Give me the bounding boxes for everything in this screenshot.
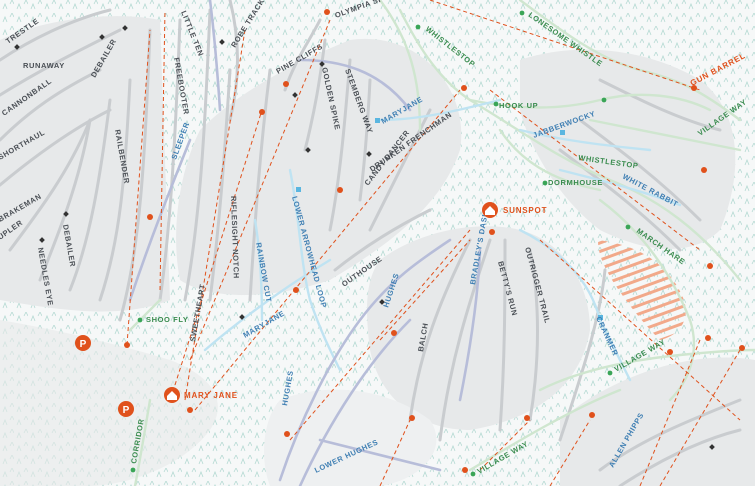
black-diamond-icon	[239, 314, 245, 320]
green-circle-icon	[415, 24, 421, 30]
lodge-label: MARY JANE	[184, 391, 238, 400]
glade-southeast	[560, 357, 755, 486]
lift-terminal-icon[interactable]	[489, 229, 495, 235]
black-diamond-icon	[366, 151, 372, 157]
lift-terminal-icon[interactable]	[391, 330, 397, 336]
lodge-house-glyph	[485, 206, 495, 215]
parking-icon	[118, 401, 134, 417]
trail-label[interactable]: RUNAWAY	[23, 61, 65, 70]
beginner-area-hatch	[598, 240, 686, 340]
lift-terminal-icon[interactable]	[337, 187, 343, 193]
glade-base	[0, 320, 218, 486]
black-diamond-icon	[292, 92, 298, 98]
parking-lot[interactable]: P	[118, 401, 134, 417]
green-circle-icon	[493, 101, 499, 107]
parking-lot[interactable]: P	[75, 335, 91, 351]
blue-square-icon	[375, 118, 380, 123]
trail-label[interactable]: DORMHOUSE	[548, 178, 603, 187]
lift-terminal-icon[interactable]	[667, 349, 673, 355]
lodge-sunspot[interactable]: SUNSPOT	[482, 202, 547, 218]
black-diamond-icon	[709, 444, 715, 450]
black-diamond-icon	[379, 299, 385, 305]
lift-terminal-icon[interactable]	[284, 431, 290, 437]
green-circle-icon	[519, 10, 525, 16]
lift-terminal-icon[interactable]	[124, 342, 130, 348]
lift-terminal-icon[interactable]	[283, 81, 289, 87]
green-trails	[128, 0, 755, 486]
parking-label: P	[80, 339, 87, 350]
lift-terminal-icon[interactable]	[409, 415, 415, 421]
lift-terminal-icon[interactable]	[461, 85, 467, 91]
green-circle-icon	[137, 317, 143, 323]
lift-lines	[126, 0, 741, 486]
lift-terminal-icon[interactable]	[739, 345, 745, 351]
difficulty-markers	[14, 10, 715, 477]
trail-label[interactable]: SHOO FLY	[146, 315, 188, 324]
lodge-label: SUNSPOT	[503, 206, 547, 215]
black-diamond-icon	[305, 147, 311, 153]
green-circle-icon	[607, 370, 613, 376]
lodge-mary-jane[interactable]: MARY JANE	[164, 387, 238, 403]
lift-terminal-icon[interactable]	[524, 415, 530, 421]
lift-terminal-icon[interactable]	[324, 9, 330, 15]
green-circle-icon	[542, 180, 548, 186]
green-circle-icon	[470, 471, 476, 477]
lift-terminal-icon[interactable]	[293, 287, 299, 293]
lift-terminal-icon[interactable]	[259, 109, 265, 115]
lift-terminal-icon[interactable]	[462, 467, 468, 473]
trail-label[interactable]: RIFLESIGHT NOTCH	[229, 196, 241, 279]
lift-terminal-icon[interactable]	[707, 263, 713, 269]
lift-terminal-icon[interactable]	[589, 412, 595, 418]
parking-icon	[75, 335, 91, 351]
lift-terminal-icon[interactable]	[691, 85, 697, 91]
parking-label: P	[123, 405, 130, 416]
blue-square-icon	[296, 187, 301, 192]
lift-terminal-icon[interactable]	[701, 167, 707, 173]
lodge-house-glyph	[167, 391, 177, 400]
lift-terminal-icon[interactable]	[147, 214, 153, 220]
lift-terminal-icon[interactable]	[187, 407, 193, 413]
green-circle-icon	[601, 97, 607, 103]
green-circle-icon	[130, 467, 136, 473]
lift-terminal-icons	[124, 9, 745, 473]
blue-square-icon	[598, 315, 603, 320]
green-circle-icon	[625, 224, 631, 230]
trail-label[interactable]: HOOK UP	[499, 101, 538, 110]
blue-square-icon	[560, 130, 565, 135]
lift-terminal-icon[interactable]	[705, 335, 711, 341]
black-diamond-icon	[122, 25, 128, 31]
